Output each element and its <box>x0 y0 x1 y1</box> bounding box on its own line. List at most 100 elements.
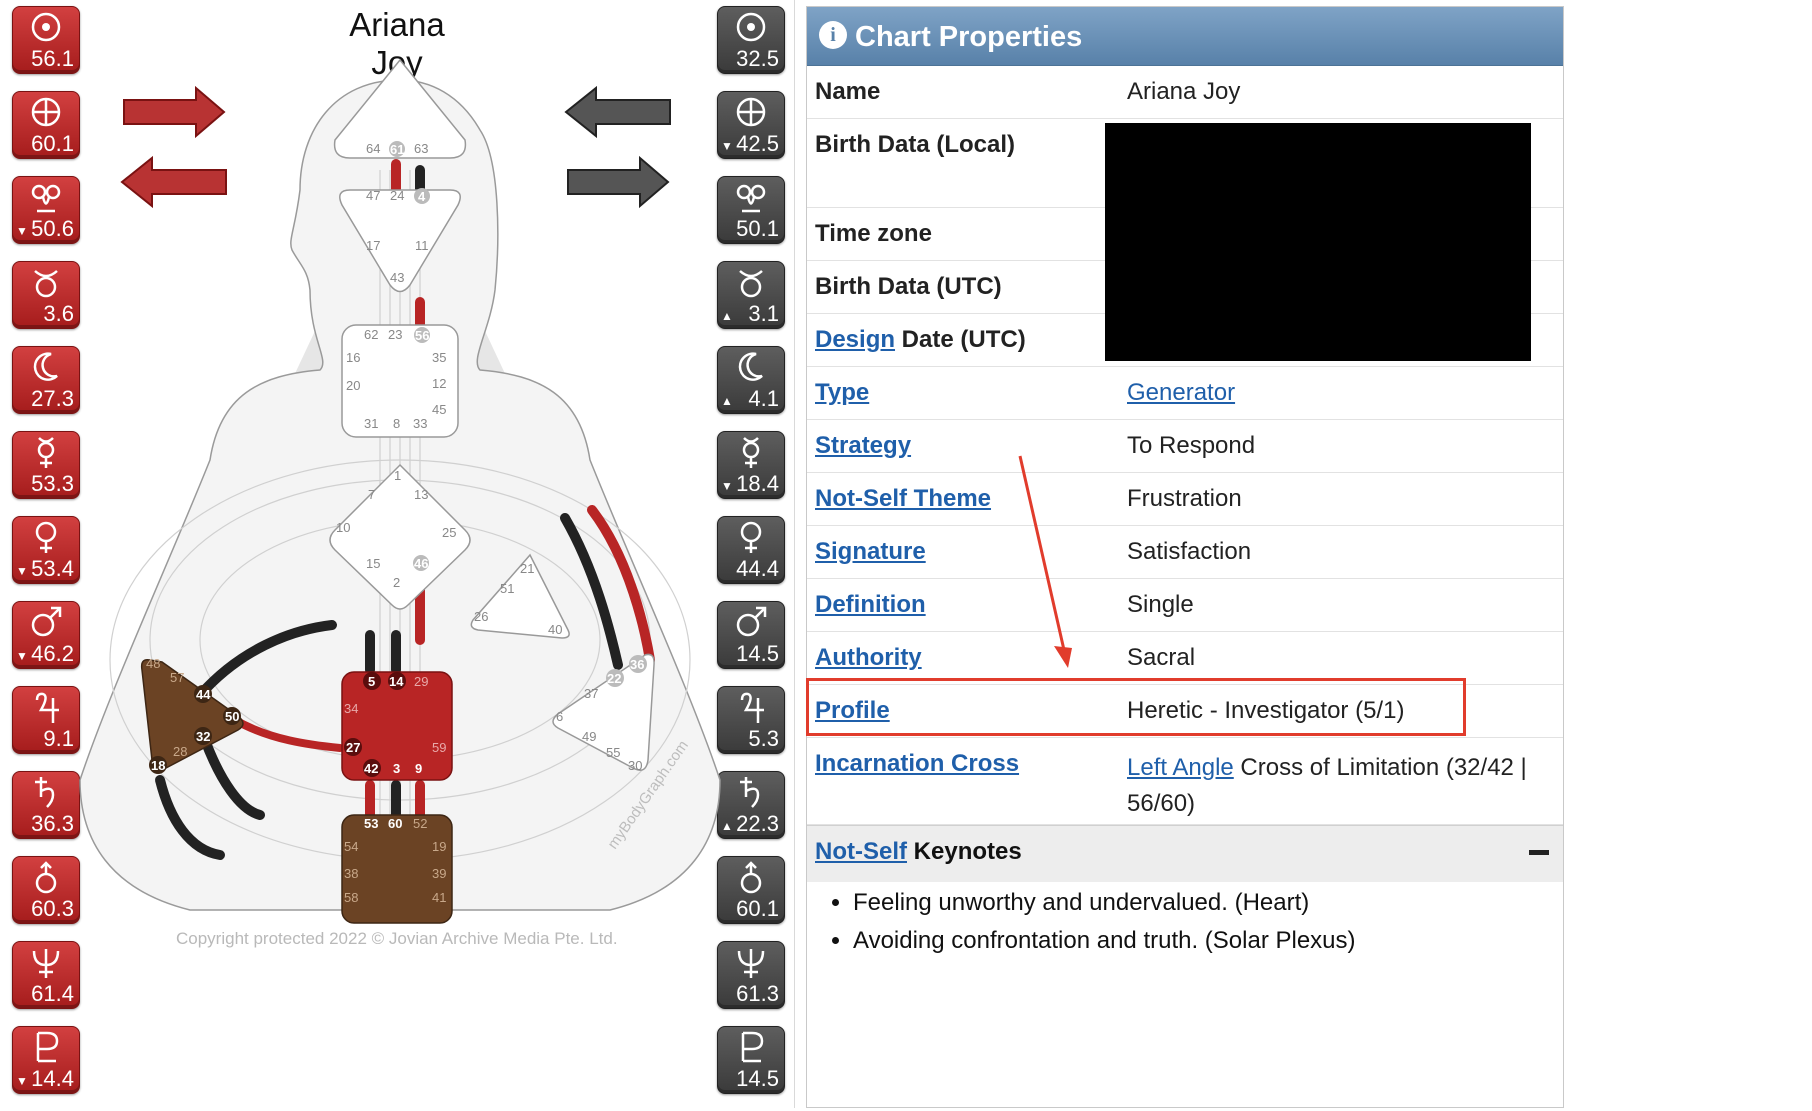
collapse-icon[interactable] <box>1529 850 1549 855</box>
row-profile: Profile Heretic - Investigator (5/1) <box>807 685 1563 738</box>
personality-planet-north-node[interactable]: ▼50.6 <box>12 176 80 244</box>
gate-label: 4 <box>418 189 426 204</box>
design-link[interactable]: Design <box>815 326 896 353</box>
arrow-right-icon <box>123 85 226 139</box>
profile-highlight-box <box>806 678 1466 736</box>
design-planet-moon[interactable]: ▲4.1 <box>717 346 785 414</box>
arrow-right-icon <box>567 155 670 209</box>
row-incarnation-cross: Incarnation Cross Left Angle Cross of Li… <box>807 738 1563 825</box>
keynotes-header[interactable]: Not-Self Keynotes <box>807 825 1563 882</box>
personality-planet-moon[interactable]: 27.3 <box>12 346 80 414</box>
gate-label: 27 <box>346 740 360 755</box>
gate-label: 64 <box>366 141 380 156</box>
personality-planet-earth[interactable]: 60.1 <box>12 91 80 159</box>
gate-label: 1 <box>394 468 401 483</box>
g-center <box>329 463 471 610</box>
planet-gate-value: 50.1 <box>736 216 779 241</box>
design-planet-pluto[interactable]: 14.5 <box>717 1026 785 1094</box>
planet-gate-value: 32.5 <box>736 46 779 71</box>
planet-gate-value: 18.4 <box>736 471 779 496</box>
design-planet-neptune[interactable]: 61.3 <box>717 941 785 1009</box>
solar-plexus-center <box>552 653 655 771</box>
gate-label: 53 <box>364 816 378 831</box>
gate-label: 24 <box>390 188 404 203</box>
design-planet-mercury[interactable]: ▼18.4 <box>717 431 785 499</box>
personality-planet-mercury[interactable]: 53.3 <box>12 431 80 499</box>
design-planet-saturn[interactable]: ▲22.3 <box>717 771 785 839</box>
planet-gate-value: 60.3 <box>31 896 74 921</box>
gate-label: 50 <box>225 709 239 724</box>
design-planet-uranus[interactable]: 60.1 <box>717 856 785 924</box>
design-planet-north-node[interactable]: 50.1 <box>717 176 785 244</box>
personality-planet-sun[interactable]: 56.1 <box>12 6 80 74</box>
generator-link[interactable]: Generator <box>1127 379 1236 406</box>
triangle-down-icon: ▼ <box>16 1074 28 1088</box>
incarnation-cross-link[interactable]: Incarnation Cross <box>815 750 1020 777</box>
throat-gates: 62 23 56 16 35 20 12 45 31 8 33 <box>346 327 446 431</box>
gate-label: 35 <box>432 350 446 365</box>
triangle-down-icon: ▼ <box>721 139 733 153</box>
arrow-left-icon <box>564 85 671 139</box>
planet-gate-value: 44.4 <box>736 556 779 581</box>
planet-gate-value: 53.4 <box>31 556 74 581</box>
personality-planet-uranus[interactable]: 60.3 <box>12 856 80 924</box>
personality-planet-mars[interactable]: ▼46.2 <box>12 601 80 669</box>
gate-label: 17 <box>366 238 380 253</box>
personality-planet-pluto[interactable]: ▼14.4 <box>12 1026 80 1094</box>
gate-label: 9 <box>415 761 422 776</box>
design-planet-mars[interactable]: 14.5 <box>717 601 785 669</box>
heart-center <box>470 553 570 639</box>
sun-icon <box>31 12 61 42</box>
design-planet-earth[interactable]: ▼42.5 <box>717 91 785 159</box>
planet-gate-value: 53.3 <box>31 471 74 496</box>
south-node-icon <box>34 270 58 298</box>
personality-planet-neptune[interactable]: 61.4 <box>12 941 80 1009</box>
earth-icon <box>31 97 61 127</box>
gate-label: 10 <box>336 520 350 535</box>
personality-planet-saturn[interactable]: 36.3 <box>12 771 80 839</box>
profile-link[interactable]: Profile <box>815 697 890 724</box>
gate-label: 43 <box>390 270 404 285</box>
gate-label: 7 <box>368 487 375 502</box>
not-self-theme-link[interactable]: Not-Self Theme <box>815 485 992 512</box>
jupiter-icon <box>740 692 764 723</box>
authority-link[interactable]: Authority <box>815 644 922 671</box>
planet-gate-value: 50.6 <box>31 216 74 241</box>
definition-link[interactable]: Definition <box>815 591 926 618</box>
redacted-block <box>1105 123 1531 361</box>
channel-44-26-black <box>195 620 337 700</box>
gate-label: 22 <box>607 671 621 686</box>
strategy-link[interactable]: Strategy <box>815 432 912 459</box>
list-item: Avoiding confrontation and truth. (Solar… <box>853 927 1356 955</box>
design-planet-sun[interactable]: 32.5 <box>717 6 785 74</box>
mars-icon <box>736 606 767 637</box>
gate-label: 52 <box>413 816 427 831</box>
personality-planet-venus[interactable]: ▼53.4 <box>12 516 80 584</box>
triangle-up-icon: ▲ <box>721 309 733 323</box>
channel-27-50-red <box>231 716 344 752</box>
channel-36-35-red <box>587 505 655 665</box>
arrow-left-icon <box>120 155 227 209</box>
row-strategy: Strategy To Respond <box>807 420 1563 473</box>
left-angle-link[interactable]: Left Angle <box>1127 754 1234 781</box>
design-planet-south-node[interactable]: ▲3.1 <box>717 261 785 329</box>
design-planet-jupiter[interactable]: 5.3 <box>717 686 785 754</box>
gate-label: 16 <box>346 350 360 365</box>
design-planet-venus[interactable]: 44.4 <box>717 516 785 584</box>
planet-gate-value: 27.3 <box>31 386 74 411</box>
signature-link[interactable]: Signature <box>815 538 926 565</box>
root-gates: 53 60 52 54 19 38 39 58 41 <box>344 816 446 905</box>
sacral-gates: 5 14 29 34 27 59 42 3 9 <box>344 672 446 777</box>
row-type: Type Generator <box>807 367 1563 420</box>
planet-gate-value: 14.5 <box>736 1066 779 1091</box>
triangle-up-icon: ▲ <box>721 819 733 833</box>
type-link[interactable]: Type <box>815 379 870 406</box>
not-self-link[interactable]: Not-Self <box>815 838 907 865</box>
planet-gate-value: 36.3 <box>31 811 74 836</box>
planet-gate-value: 60.1 <box>736 896 779 921</box>
personality-planet-jupiter[interactable]: 9.1 <box>12 686 80 754</box>
mercury-icon <box>37 437 55 468</box>
keynotes-label: Keynotes <box>907 838 1022 865</box>
personality-planet-south-node[interactable]: 3.6 <box>12 261 80 329</box>
